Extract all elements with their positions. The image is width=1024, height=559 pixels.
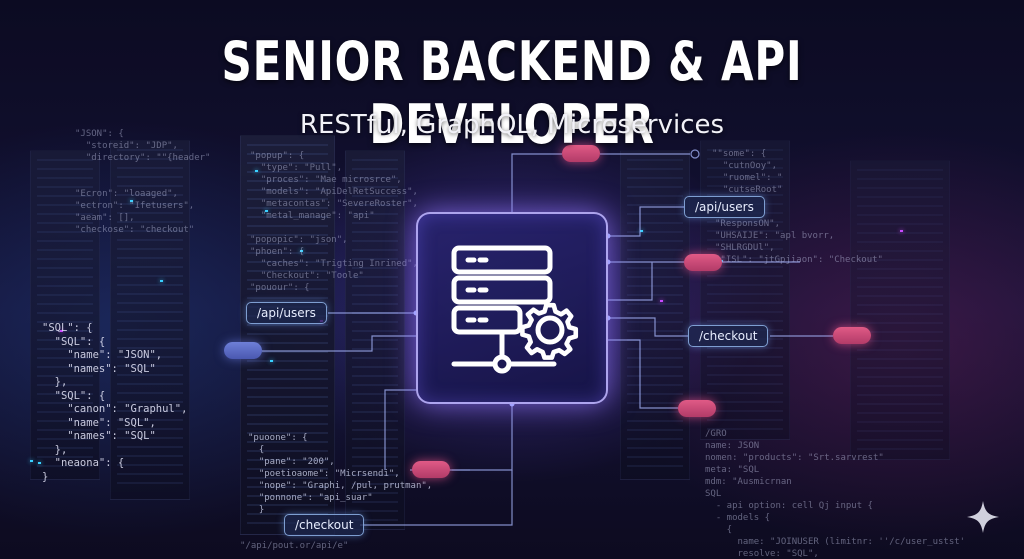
endpoint-label-api-users-right: /api/users [684, 196, 765, 218]
endpoint-label-api-users-left: /api/users [246, 302, 327, 324]
code-snippet-center-bottom: "puoone": { { "pane": "200", "poetioaome… [248, 433, 433, 515]
connector-pill-right-1 [684, 254, 722, 271]
code-snippet-left-top: "JSON": { "storeid": "JDP", "directory":… [75, 129, 211, 235]
page-subtitle: RESTful, GraphQL, Microservices [299, 110, 725, 140]
code-snippet-right-mid: "ResponsON", "UHSAIJE": "apl bvorr, "SHL… [715, 219, 883, 265]
server-gear-icon [451, 245, 579, 374]
page-title: SENIOR BACKEND & API DEVELOPER [221, 30, 803, 156]
connector-pill-right-2 [833, 327, 871, 344]
code-snippet-center-top: "popup": { "type": "Pull", "proces": "Ma… [250, 151, 418, 293]
code-snippet-left-mid: "SQL": { "SQL": { "name": "JSON", "names… [42, 322, 188, 483]
code-snippet-bottom-left: "/api/pout.or/api/e" [240, 541, 349, 551]
connector-pill-right-3 [678, 400, 716, 417]
endpoint-label-checkout-right: /checkout [688, 325, 769, 347]
sparkle-icon [967, 501, 999, 533]
connector-pill-top [562, 145, 600, 162]
code-snippet-right-bottom: /GRO name: JSON nomen: "products": "Srt.… [705, 429, 966, 559]
connector-pill-bottom [412, 461, 450, 478]
code-snippet-right-top: ""some": { "cutnOoy", "ruomel": " "cutse… [712, 149, 783, 195]
connector-pill-left [224, 342, 262, 359]
endpoint-label-checkout-bottom: /checkout [284, 514, 365, 536]
server-hub [416, 212, 608, 404]
